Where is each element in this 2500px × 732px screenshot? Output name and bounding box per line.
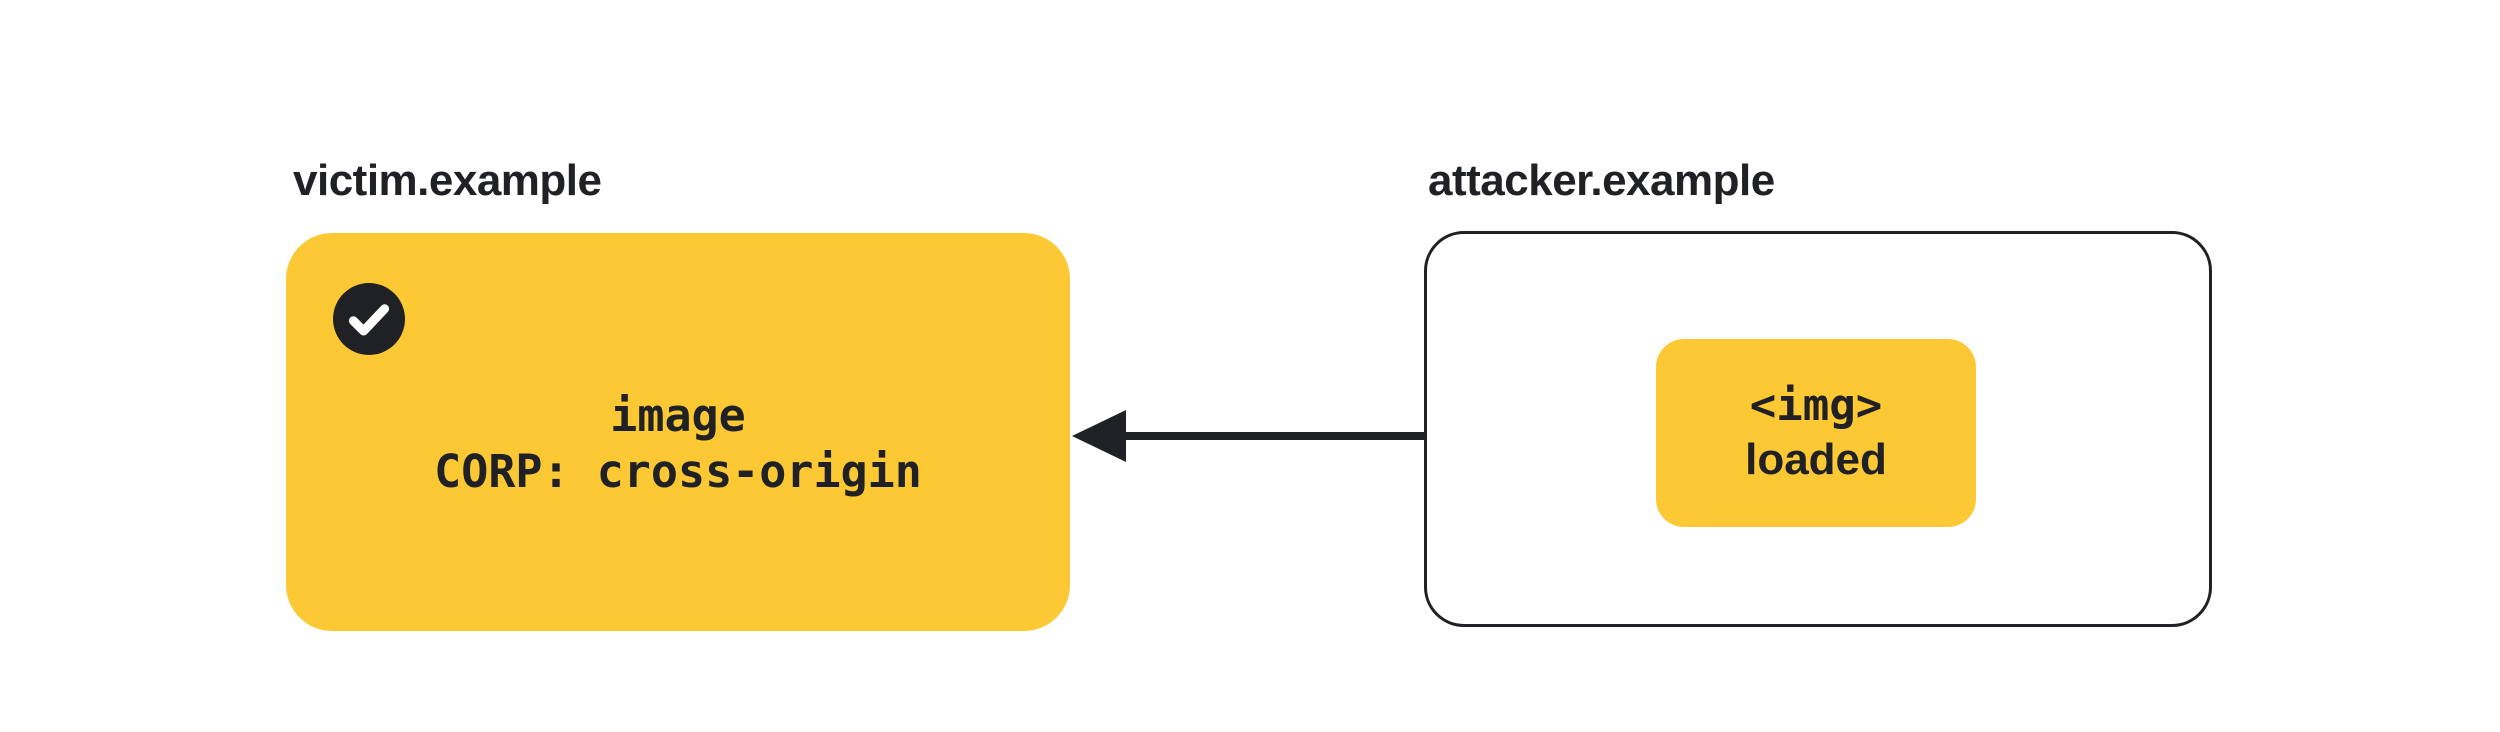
resource-type-text: image bbox=[610, 389, 746, 442]
victim-domain-label: victim.example bbox=[293, 156, 602, 205]
attacker-domain-label: attacker.example bbox=[1428, 156, 1775, 205]
checkmark-icon bbox=[333, 283, 405, 355]
loaded-text: loaded bbox=[1745, 435, 1887, 484]
img-loaded-chip: <img> loaded bbox=[1656, 339, 1976, 527]
victim-card-text: image CORP: cross-origin bbox=[286, 233, 1070, 631]
corp-header-text: CORP: cross-origin bbox=[434, 445, 922, 498]
victim-resource-card: image CORP: cross-origin bbox=[286, 233, 1070, 631]
img-tag-text: <img> bbox=[1749, 380, 1883, 431]
